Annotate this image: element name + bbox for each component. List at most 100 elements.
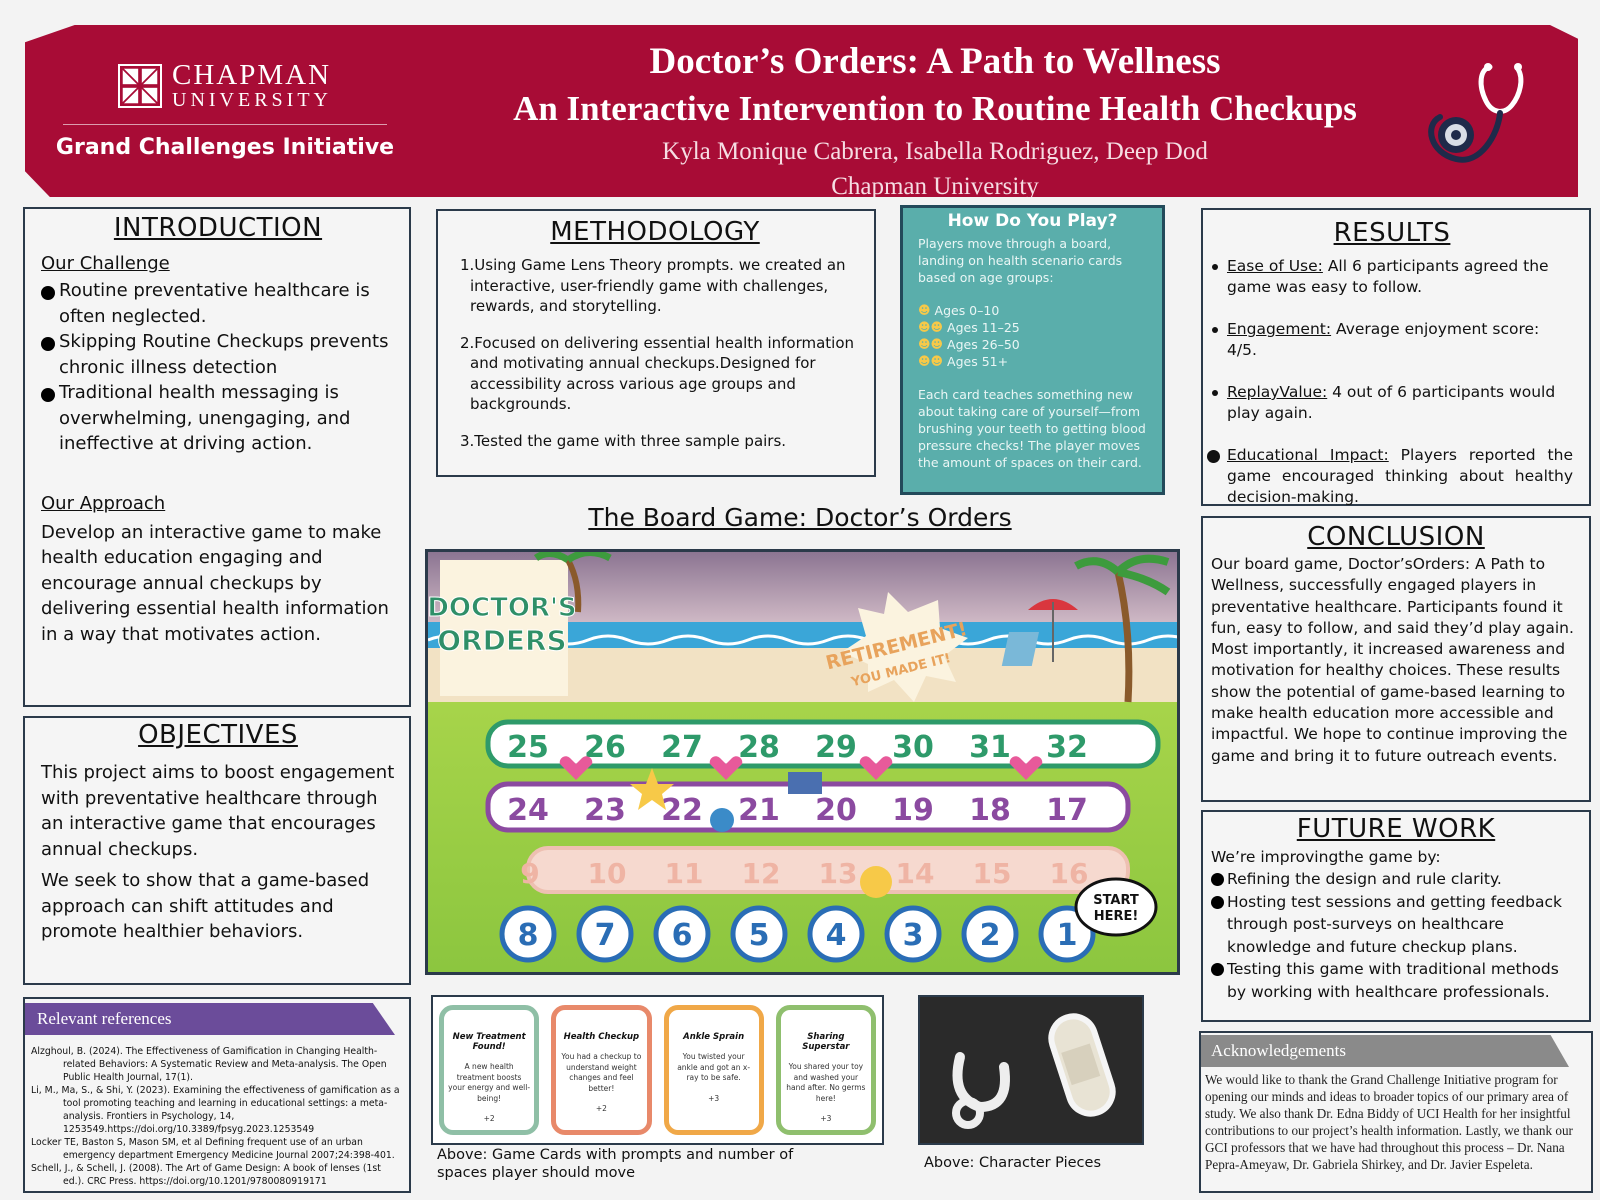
board-space-number: 22	[661, 793, 703, 828]
methodology-panel: METHODOLOGY 1.Using Game Lens Theory pro…	[436, 209, 876, 477]
age-group-list: ☻Ages 0–10 ☻☻Ages 11–25 ☻☻Ages 26–50 ☻☻A…	[918, 302, 1147, 370]
board-space-shape	[499, 905, 557, 963]
card-title: New Treatment Found!	[452, 1032, 526, 1052]
poster-subtitle: An Interactive Intervention to Routine H…	[513, 89, 1357, 128]
sun-icon	[860, 866, 892, 898]
card-title: Ankle Sprain	[683, 1032, 745, 1042]
poster-title-block: Doctor’s Orders: A Path to Wellness An I…	[420, 39, 1450, 200]
board-logo-line-1: DOCTOR'S	[428, 593, 577, 623]
game-card: Health Checkup You had a checkup to unde…	[551, 1005, 652, 1135]
result-key: Ease of Use:	[1227, 257, 1323, 275]
laptop-icon	[788, 772, 822, 794]
list-item: 1.Using Game Lens Theory prompts. we cre…	[460, 256, 846, 315]
board-space-number: 25	[507, 730, 549, 765]
card-points: +3	[708, 1093, 720, 1103]
card-body: You had a checkup to understand weight c…	[561, 1052, 642, 1093]
character-pieces-image	[918, 995, 1144, 1145]
heart-icon	[859, 756, 893, 780]
board-space-number: 8	[518, 918, 539, 953]
board-space-number: 17	[1046, 793, 1088, 828]
list-item: Testing this game with traditional metho…	[1211, 958, 1581, 1003]
game-card: Ankle Sprain You twisted your ankle and …	[663, 1005, 764, 1135]
acknowledgements-panel: Acknowledgements We would like to thank …	[1199, 1031, 1593, 1193]
board-space-shape	[807, 905, 865, 963]
results-heading: RESULTS	[1333, 218, 1451, 248]
cards-caption: Above: Game Cards with prompts and numbe…	[437, 1147, 794, 1181]
methodology-heading: METHODOLOGY	[550, 217, 760, 247]
conclusion-heading: CONCLUSION	[1307, 522, 1485, 552]
reference-item: Alzghoul, B. (2024). The Effectiveness o…	[31, 1046, 387, 1083]
result-key: ReplayValue:	[1227, 383, 1328, 401]
age-group-item: ☻Ages 0–10	[918, 302, 1147, 319]
game-card: New Treatment Found! A new health treatm…	[439, 1005, 540, 1135]
card-points: +2	[483, 1114, 495, 1123]
list-item: 2.Focused on delivering essential health…	[460, 333, 855, 414]
board-space-shape	[961, 905, 1019, 963]
start-bubble	[1074, 877, 1158, 937]
stethoscope-icon	[1428, 63, 1524, 163]
board-space-number: 4	[826, 918, 847, 953]
list-item: Skipping Routine Checkups prevents chron…	[41, 329, 395, 380]
acknowledgements-text: We would like to thank the Grand Challen…	[1205, 1072, 1573, 1172]
heart-icon	[709, 756, 743, 780]
age-group-label: Ages 11–25	[947, 320, 1020, 335]
heart-icon	[559, 756, 593, 780]
introduction-panel: INTRODUCTION Our Challenge Routine preve…	[23, 207, 411, 707]
beach-chair-icon	[1001, 632, 1039, 666]
card-title: Sharing Superstar	[802, 1032, 850, 1052]
objectives-panel: OBJECTIVES This project aims to boost en…	[23, 716, 411, 985]
header-banner: CHAPMAN UNIVERSITY Grand Challenges Init…	[25, 25, 1578, 197]
board-space-number: 6	[672, 918, 693, 953]
logo-line-2: UNIVERSITY	[172, 89, 332, 111]
palm-tree-icon	[1114, 571, 1133, 703]
board-space-number: 7	[595, 918, 616, 953]
board-space-number: 27	[661, 730, 703, 765]
references-list: Alzghoul, B. (2024). The Effectiveness o…	[25, 1035, 409, 1188]
result-key: Engagement:	[1227, 320, 1332, 338]
board-space-number: 3	[903, 918, 924, 953]
approach-heading: Our Approach	[41, 492, 166, 514]
board-space-number: 5	[749, 918, 770, 953]
board-space-shape	[730, 905, 788, 963]
references-heading: Relevant references	[25, 1003, 395, 1035]
introduction-heading: INTRODUCTION	[113, 213, 323, 243]
reference-item: Schell, J., & Schell, J. (2008). The Art…	[31, 1163, 381, 1187]
references-panel: Relevant references Alzghoul, B. (2024).…	[23, 997, 411, 1193]
retirement-burst	[842, 592, 968, 702]
methodology-list: 1.Using Game Lens Theory prompts. we cre…	[450, 255, 860, 451]
board-space-number: 28	[738, 730, 780, 765]
board-space-number: 23	[584, 793, 626, 828]
objectives-paragraph-1: This project aims to boost engagement wi…	[41, 762, 395, 860]
board-space-number: 31	[969, 730, 1011, 765]
challenge-heading: Our Challenge	[41, 253, 170, 274]
approach-text: Develop an interactive game to make heal…	[41, 521, 389, 645]
heart-icon	[1009, 756, 1043, 780]
card-points: +2	[595, 1104, 607, 1113]
board-space-number: 9	[520, 857, 539, 890]
board-space-number: 30	[892, 730, 934, 765]
list-item: Hosting test sessions and getting feedba…	[1211, 891, 1581, 959]
board-space-number: 15	[973, 857, 1012, 890]
card-body: You twisted your ankle and got an x-ray …	[677, 1052, 751, 1082]
board-space-number: 1	[1057, 918, 1078, 953]
star-icon	[630, 768, 674, 810]
future-work-panel: FUTURE WORK We’re improvingthe game by: …	[1201, 810, 1591, 1022]
start-subtext: HERE!	[1094, 909, 1139, 924]
board-space-number: 12	[742, 857, 781, 890]
conclusion-text: Our board game, Doctor’sOrders: A Path t…	[1211, 555, 1574, 765]
list-item: Refining the design and rule clarity.	[1211, 868, 1581, 891]
card-points: +3	[820, 1114, 832, 1123]
list-item: Traditional health messaging is overwhel…	[41, 380, 395, 457]
start-text: START	[1093, 893, 1139, 908]
poster-title: Doctor’s Orders: A Path to Wellness	[649, 41, 1221, 82]
affiliation: Chapman University	[831, 173, 1039, 200]
game-cards-image: New Treatment Found! A new health treatm…	[431, 995, 884, 1145]
board-space-number: 18	[969, 793, 1011, 828]
card-title: Health Checkup	[563, 1032, 640, 1042]
program-name: Grand Challenges Initiative	[55, 135, 395, 160]
face-icon: ☻☻	[918, 320, 944, 334]
university-logo: CHAPMAN UNIVERSITY Grand Challenges Init…	[55, 61, 395, 161]
result-key: Educational Impact:	[1227, 446, 1389, 464]
